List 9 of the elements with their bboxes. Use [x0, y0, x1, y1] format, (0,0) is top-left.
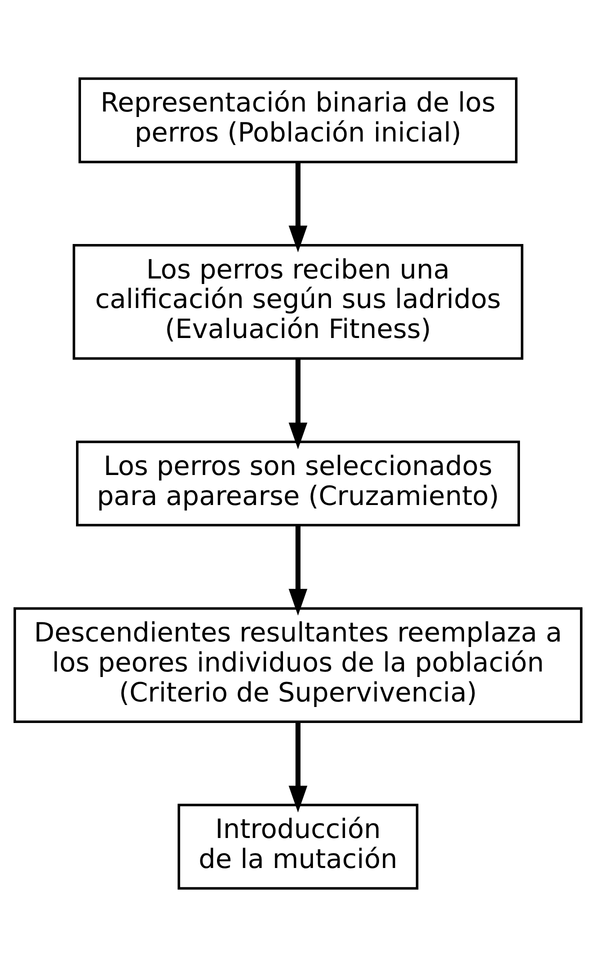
node-box: Introducción de la mutación: [178, 804, 418, 890]
arrow: [288, 525, 308, 616]
node-box: Los perros reciben una calificación según sus ladridos (Evaluación Fitness): [72, 244, 524, 360]
node-box: Descendientes resultantes reemplaza a los peores individuos de la población (Criterio de Supervivencia): [14, 607, 582, 723]
arrow: [288, 162, 308, 252]
arrow: [288, 359, 308, 450]
node-box: Representación binaria de los perros (Población inicial): [78, 77, 518, 164]
node-box: Los perros son seleccionados para aparearse (Cruzamiento): [76, 440, 520, 526]
arrow: [288, 722, 308, 812]
